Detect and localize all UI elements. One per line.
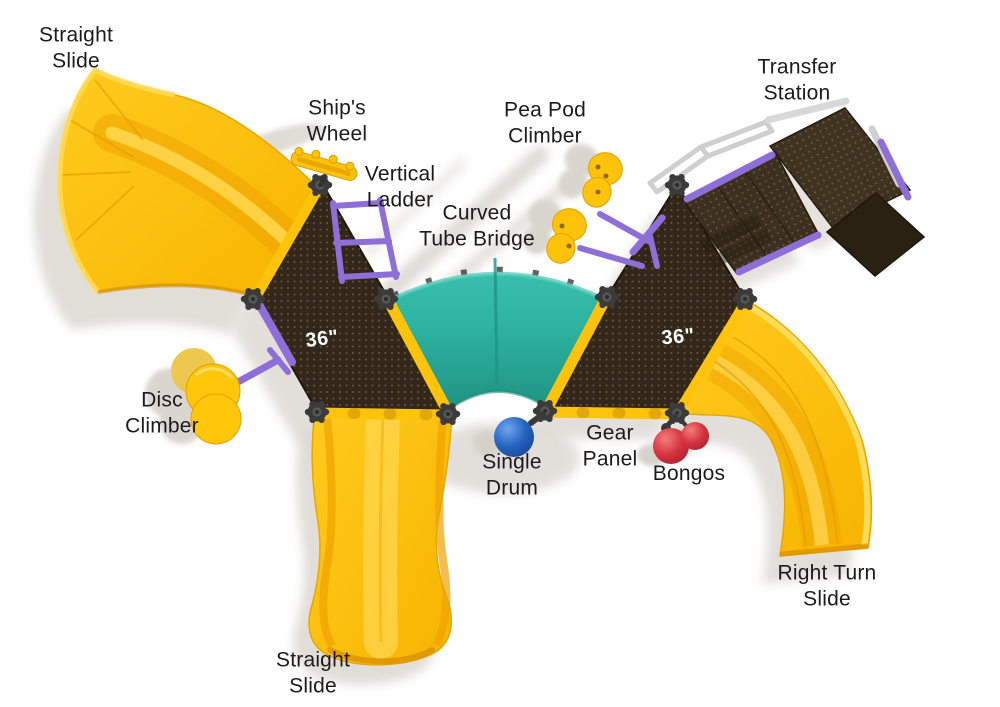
label-transfer-station: Transfer Station <box>757 55 837 104</box>
transfer-rails <box>647 97 912 276</box>
ships-wheel-shape <box>290 147 358 187</box>
label-straight-slide-bottom: Straight Slide <box>276 648 350 697</box>
label-disc-climber: Disc Climber <box>125 388 199 437</box>
right-turn-slide-shape <box>675 298 873 557</box>
disc-climber-shape <box>171 347 291 445</box>
label-gear-panel: Gear Panel <box>582 421 638 470</box>
single-drum-shape <box>494 411 546 457</box>
deck-size-label-left: 36" <box>304 326 340 352</box>
label-bongos: Bongos <box>652 462 726 486</box>
label-vertical-ladder: Vertical Ladder <box>364 162 436 211</box>
label-right-turn-slide: Right Turn Slide <box>777 561 877 610</box>
bongos-shape <box>653 412 709 464</box>
straight-slide-top-shape <box>57 66 319 298</box>
deck-size-label-right: 36" <box>661 325 696 350</box>
vertical-ladder-shape <box>330 197 400 284</box>
deck-curbs <box>251 181 751 421</box>
pea-pod-climber-shape <box>539 147 660 269</box>
straight-slide-bottom-shape <box>308 399 453 666</box>
label-single-drum: Single Drum <box>482 450 542 499</box>
label-curved-tube-bridge: Curved Tube Bridge <box>419 201 535 250</box>
curved-tube-bridge-shape <box>389 257 605 412</box>
label-ships-wheel: Ship's Wheel <box>306 96 368 145</box>
label-straight-slide-top: Straight Slide <box>39 23 113 72</box>
label-pea-pod-climber: Pea Pod Climber <box>504 98 586 147</box>
right-deck <box>543 183 747 414</box>
